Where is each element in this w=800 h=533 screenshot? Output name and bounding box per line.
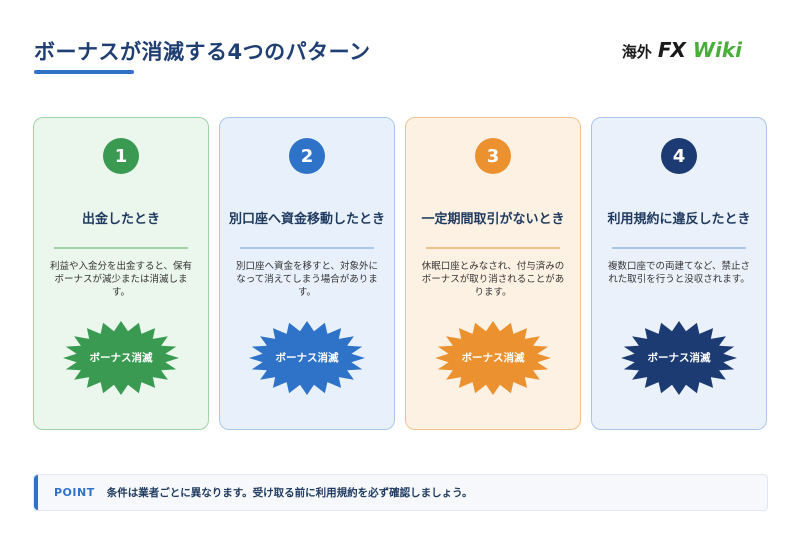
title-underline (34, 70, 134, 74)
starburst-shape (435, 321, 551, 395)
starburst-icon (63, 321, 179, 395)
starburst-shape (621, 321, 737, 395)
starburst-icon (435, 321, 551, 395)
card-number-badge: 3 (475, 138, 511, 174)
starburst-icon (249, 321, 365, 395)
pattern-card-3: 3 一定期間取引がないとき 休眠口座とみなされ、付与済みのボーナスが取り消される… (405, 117, 581, 430)
burst-badge: ボーナス消滅 (620, 320, 738, 396)
card-heading: 一定期間取引がないとき (421, 212, 565, 227)
logo-fx-text: FX (657, 38, 686, 62)
burst-badge: ボーナス消滅 (248, 320, 366, 396)
point-text: 条件は業者ごとに異なります。受け取る前に利用規約を必ず確認しましょう。 (106, 487, 473, 499)
starburst-shape (63, 321, 179, 395)
burst-badge: ボーナス消滅 (434, 320, 552, 396)
point-callout: POINT 条件は業者ごとに異なります。受け取る前に利用規約を必ず確認しましょう… (33, 474, 768, 511)
burst-label: ボーナス消滅 (275, 352, 339, 364)
burst-label: ボーナス消滅 (89, 352, 153, 364)
card-divider (426, 247, 560, 249)
card-number-badge: 1 (103, 138, 139, 174)
burst-label: ボーナス消滅 (647, 352, 711, 364)
card-description: 休眠口座とみなされ、付与済みのボーナスが取り消されることがあります。 (421, 261, 565, 298)
point-accent-bar (34, 475, 38, 510)
starburst-shape (249, 321, 365, 395)
pattern-card-1: 1 出金したとき 利益や入金分を出金すると、保有ボーナスが減少または消滅します。… (33, 117, 209, 430)
pattern-card-4: 4 利用規約に違反したとき 複数口座での両建てなど、禁止された取引を行うと没収さ… (591, 117, 767, 430)
pattern-card-2: 2 別口座へ資金移動したとき 別口座へ資金を移すと、対象外になって消えてしまう場… (219, 117, 395, 430)
card-description: 利益や入金分を出金すると、保有ボーナスが減少または消滅します。 (49, 261, 193, 298)
starburst-icon (621, 321, 737, 395)
card-divider (240, 247, 374, 249)
card-description: 別口座へ資金を移すと、対象外になって消えてしまう場合があります。 (235, 261, 379, 298)
site-logo[interactable]: 海外 FX Wiki (622, 38, 742, 62)
point-label: POINT (54, 486, 95, 499)
page-title: ボーナスが消滅する4つのパターン (34, 40, 371, 64)
card-description: 複数口座での両建てなど、禁止された取引を行うと没収されます。 (607, 261, 751, 285)
card-divider (54, 247, 188, 249)
card-number-badge: 4 (661, 138, 697, 174)
burst-badge: ボーナス消滅 (62, 320, 180, 396)
card-heading: 出金したとき (81, 212, 160, 227)
card-heading: 利用規約に違反したとき (607, 212, 751, 227)
card-divider (612, 247, 746, 249)
card-number-badge: 2 (289, 138, 325, 174)
logo-jp-text: 海外 (621, 43, 652, 61)
logo-wiki-text: Wiki (692, 38, 742, 62)
burst-label: ボーナス消滅 (461, 352, 525, 364)
card-heading: 別口座へ資金移動したとき (228, 212, 385, 227)
pattern-cards: 1 出金したとき 利益や入金分を出金すると、保有ボーナスが減少または消滅します。… (33, 117, 768, 430)
